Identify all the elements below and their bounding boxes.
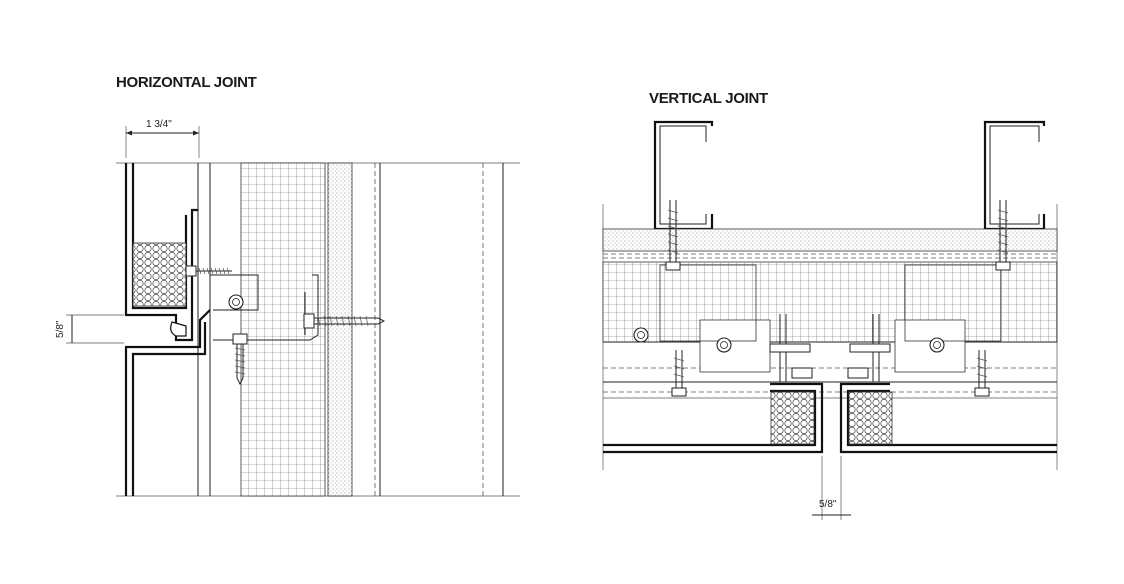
horizontal-width-dim-label: 1 3/4": [146, 119, 172, 130]
insulation-grid-layer: [240, 162, 326, 497]
horizontal-width-dimension: 1 3/4": [125, 119, 200, 158]
vertical-left-panel: [603, 382, 824, 454]
vertical-bolt-heads: [633, 327, 945, 353]
vertical-insulation-grid: [602, 261, 1058, 343]
stud-left: [653, 120, 714, 231]
horizontal-fasteners: [185, 265, 386, 386]
vertical-joint-section: VERTICAL JOINT: [602, 90, 1058, 520]
vertical-clips: [659, 264, 1002, 373]
vertical-joint-dimension: 5/8": [812, 456, 851, 520]
vertical-right-panel: [839, 382, 1057, 454]
upper-panel-foam-core: [132, 242, 187, 307]
stud-right: [983, 120, 1046, 231]
vertical-joint-dim-label: 5/8": [819, 499, 837, 510]
horizontal-joint-title: HORIZONTAL JOINT: [116, 74, 257, 91]
gypsum-layer: [327, 162, 353, 497]
horizontal-joint-dimension: 5/8": [55, 314, 124, 344]
vertical-gypsum-layer: [602, 228, 1058, 252]
horizontal-joint-dim-label: 5/8": [55, 320, 66, 338]
vertical-joint-hardware: [769, 314, 891, 382]
upper-panel: [124, 163, 198, 342]
vertical-screws: [665, 200, 1011, 397]
right-panel-foam-core: [848, 391, 893, 445]
vertical-joint-title: VERTICAL JOINT: [649, 90, 768, 107]
horizontal-joint-section: HORIZONTAL JOINT 1 3/4": [55, 74, 520, 497]
left-panel-foam-core: [770, 391, 815, 445]
lower-panel: [124, 309, 211, 496]
